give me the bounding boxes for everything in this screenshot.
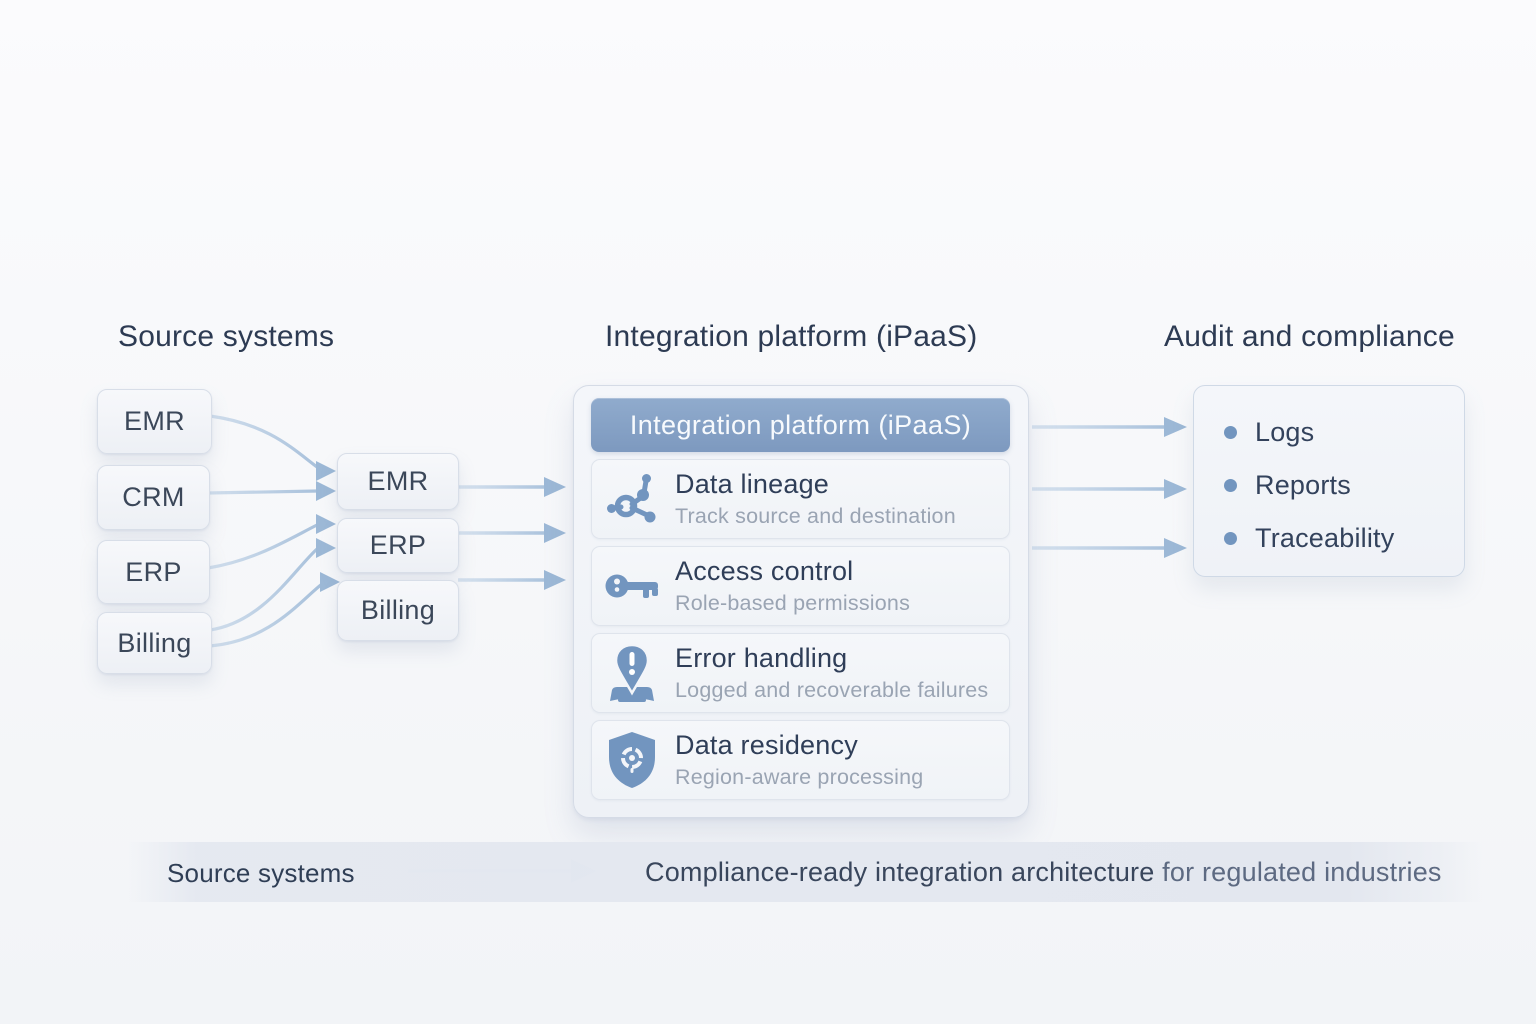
arrow-crm-to-emr — [207, 489, 319, 495]
feature-subtitle: Role-based permissions — [675, 591, 911, 616]
feature-error-handling: Error handling Logged and recoverable fa… — [591, 633, 1010, 713]
arrow-erp-to-erp — [207, 523, 318, 570]
feature-data-residency: Data residency Region-aware processing — [591, 720, 1010, 800]
consolidated-node-erp: ERP — [337, 518, 459, 573]
bullet-icon — [1224, 479, 1237, 492]
platform-to-audit-arrows — [1032, 425, 1165, 550]
feature-title: Error handling — [675, 643, 848, 674]
audit-item-label: Traceability — [1255, 523, 1395, 553]
audit-item-label: Logs — [1255, 417, 1315, 447]
audit-item-traceability: Traceability — [1224, 512, 1464, 565]
footer-source-label: Source systems — [167, 858, 355, 888]
audit-compliance-box: Logs Reports Traceability — [1193, 385, 1465, 577]
consolidated-node-label: EMR — [367, 466, 429, 496]
consolidated-node-label: Billing — [360, 595, 436, 625]
key-icon — [604, 556, 660, 616]
arrow-emr-to-emr — [209, 414, 318, 469]
header-audit-compliance: Audit and compliance — [1164, 320, 1455, 353]
feature-title: Data lineage — [675, 469, 830, 500]
source-node-label: Billing — [117, 627, 192, 658]
footer-summary-strong: Compliance-ready integration architectur… — [645, 857, 1155, 887]
source-node-erp: ERP — [97, 540, 210, 604]
source-node-emr: EMR — [97, 389, 212, 454]
platform-arrowheads — [544, 477, 566, 590]
arrow-billing-to-billing — [209, 582, 323, 648]
shield-icon — [604, 730, 660, 790]
integration-platform-panel: Integration platform (iPaaS) — [573, 385, 1029, 818]
audit-item-reports: Reports — [1224, 459, 1464, 512]
consolidated-to-platform-arrows — [458, 485, 545, 582]
source-node-crm: CRM — [97, 465, 210, 530]
feature-title: Access control — [675, 556, 854, 587]
source-node-label: EMR — [124, 406, 185, 436]
feature-access-control: Access control Role-based permissions — [591, 546, 1010, 626]
source-to-consolidated-arrows — [207, 414, 323, 648]
header-source-systems: Source systems — [118, 320, 335, 353]
audit-item-label: Reports — [1255, 470, 1351, 500]
source-arrowheads — [316, 461, 340, 592]
consolidated-node-emr: EMR — [337, 453, 459, 510]
bullet-icon — [1224, 532, 1237, 545]
feature-data-lineage: Data lineage Track source and destinatio… — [591, 459, 1010, 539]
source-node-label: CRM — [122, 482, 185, 512]
audit-item-logs: Logs — [1224, 406, 1464, 459]
source-node-label: ERP — [125, 556, 182, 587]
source-node-billing: Billing — [97, 612, 212, 674]
footer-summary-rest: for regulated industries — [1154, 857, 1442, 887]
error-pin-icon — [604, 643, 660, 703]
feature-title: Data residency — [675, 730, 858, 761]
consolidated-node-billing: Billing — [337, 580, 459, 641]
footer-legend-bar: Source systems Compliance-ready integrat… — [128, 842, 1482, 902]
bullet-icon — [1224, 426, 1237, 439]
feature-subtitle: Logged and recoverable failures — [675, 678, 989, 703]
consolidated-node-label: ERP — [369, 530, 427, 560]
arrow-billing-to-erp — [209, 547, 319, 632]
header-integration-platform: Integration platform (iPaaS) — [605, 320, 978, 353]
feature-subtitle: Track source and destination — [675, 504, 956, 529]
audit-arrowheads — [1164, 417, 1187, 558]
footer-summary: Compliance-ready integration architectur… — [645, 857, 1442, 888]
platform-banner: Integration platform (iPaaS) — [591, 398, 1010, 452]
lineage-icon — [604, 469, 660, 529]
feature-subtitle: Region-aware processing — [675, 765, 924, 790]
